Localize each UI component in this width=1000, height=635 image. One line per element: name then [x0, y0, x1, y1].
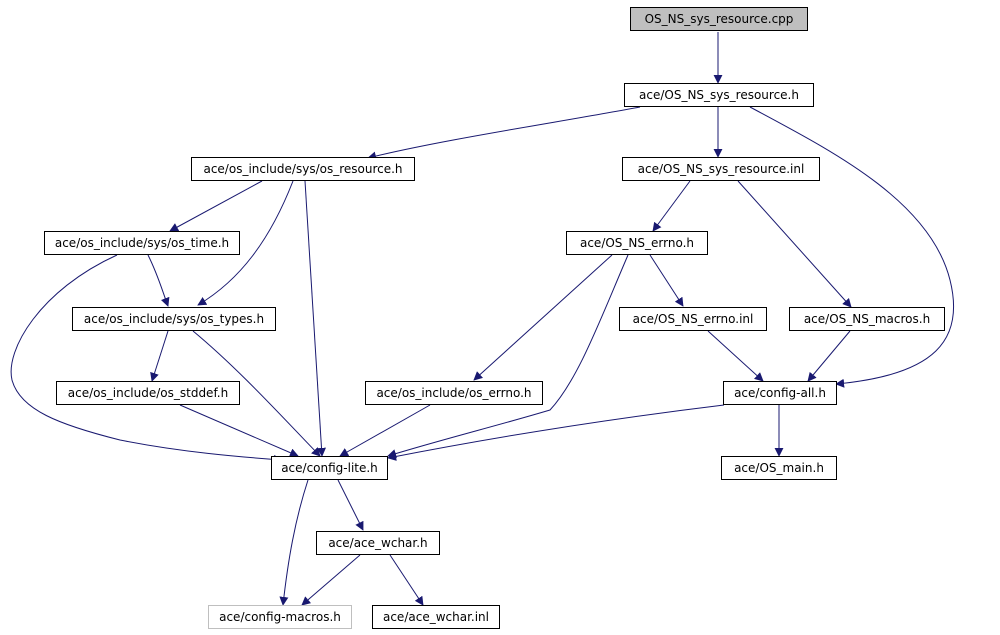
edge-os-types-h-to-config-lite-h — [192, 330, 321, 457]
edge-os-resource-h-to-os-types-h — [197, 180, 294, 306]
node-ace-os-ns-macros-h[interactable]: ace/OS_NS_macros.h — [789, 307, 945, 331]
edge-config-lite-h-to-ace-wchar-h — [337, 479, 364, 531]
node-ace-config-all-h[interactable]: ace/config-all.h — [723, 381, 837, 405]
node-os-include-sys-os-types-h[interactable]: ace/os_include/sys/os_types.h — [72, 307, 276, 331]
edge-config-lite-h-to-config-macros-h — [279, 479, 309, 606]
edge-os-errno-h-to-config-lite-h — [339, 404, 431, 457]
edge-ns-errno-inl-to-config-all-h — [707, 330, 764, 382]
node-ace-os-main-h[interactable]: ace/OS_main.h — [721, 456, 837, 480]
node-ace-ace-wchar-h[interactable]: ace/ace_wchar.h — [316, 531, 440, 555]
edge-ns-macros-h-to-config-all-h — [807, 330, 851, 382]
edge-os-time-h-to-os-types-h — [147, 254, 170, 307]
edge-sys-resource-inl-to-ns-macros-h — [737, 180, 852, 308]
edge-ace-wchar-h-to-config-macros-h — [301, 554, 361, 606]
node-ace-os-ns-errno-inl[interactable]: ace/OS_NS_errno.inl — [619, 307, 767, 331]
edge-sys-resource-inl-to-ns-errno-h — [652, 180, 691, 232]
edge-os-types-h-to-os-stddef-h — [150, 330, 169, 382]
node-ace-os-ns-errno-h[interactable]: ace/OS_NS_errno.h — [566, 231, 708, 255]
node-ace-config-lite-h[interactable]: ace/config-lite.h — [271, 456, 388, 480]
node-os-include-sys-os-time-h[interactable]: ace/os_include/sys/os_time.h — [44, 231, 240, 255]
edge-sys-resource-h-to-os-resource-h — [367, 106, 641, 161]
node-ace-os-ns-sys-resource-h[interactable]: ace/OS_NS_sys_resource.h — [624, 83, 814, 107]
node-ace-os-ns-sys-resource-inl[interactable]: ace/OS_NS_sys_resource.inl — [622, 157, 820, 181]
node-os-include-sys-os-resource-h[interactable]: ace/os_include/sys/os_resource.h — [191, 157, 415, 181]
node-ace-config-macros-h: ace/config-macros.h — [208, 605, 352, 629]
node-ace-ace-wchar-inl[interactable]: ace/ace_wchar.inl — [372, 605, 500, 629]
node-os-ns-sys-resource-cpp: OS_NS_sys_resource.cpp — [630, 7, 808, 31]
node-os-include-os-stddef-h[interactable]: ace/os_include/os_stddef.h — [56, 381, 240, 405]
edge-os-time-h-to-config-lite-h — [10, 254, 283, 464]
edge-os-resource-h-to-config-lite-h — [304, 180, 326, 457]
edge-config-all-h-to-config-lite-h — [387, 404, 725, 461]
edge-sys-resource-h-to-config-all-h — [749, 106, 955, 388]
edge-ns-errno-h-to-os-errno-h — [473, 254, 613, 381]
node-os-include-os-errno-h[interactable]: ace/os_include/os_errno.h — [365, 381, 543, 405]
edge-os-stddef-h-to-config-lite-h — [179, 404, 299, 457]
edge-os-resource-h-to-os-time-h — [169, 180, 263, 232]
edge-ace-wchar-h-to-ace-wchar-inl — [389, 554, 424, 606]
edge-ns-errno-h-to-ns-errno-inl — [649, 254, 684, 307]
edge-ns-errno-h-to-config-lite-h — [387, 254, 629, 458]
